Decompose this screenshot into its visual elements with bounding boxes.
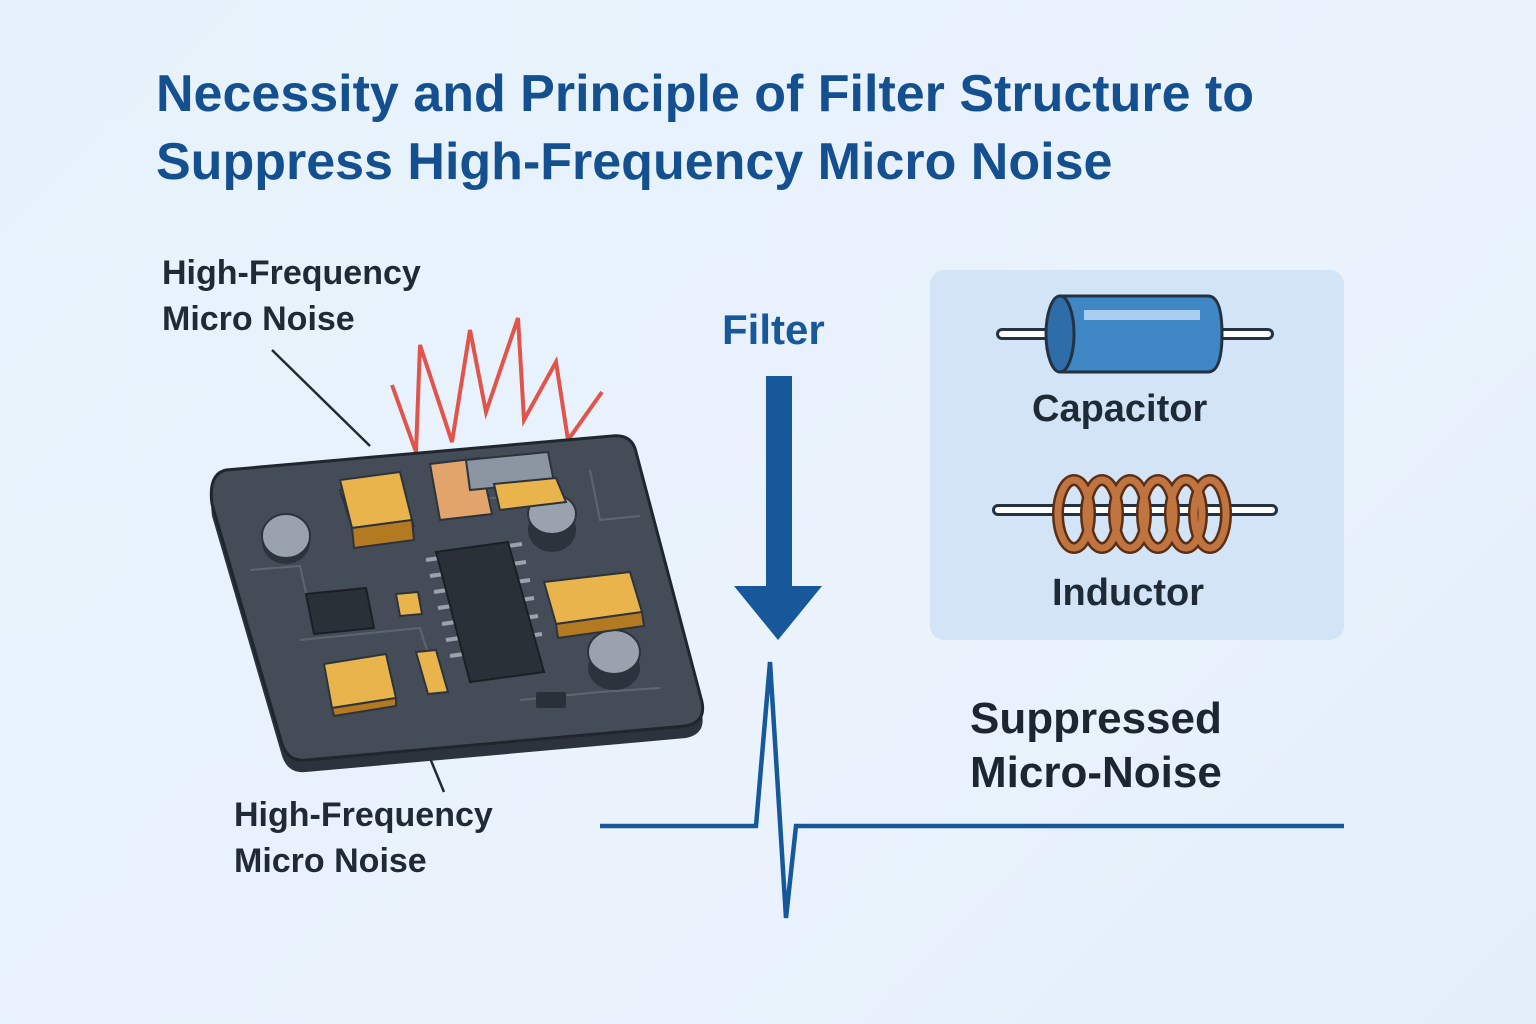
suppressed-label: Suppressed Micro-Noise [970, 692, 1222, 800]
title-line-2: Suppress High-Frequency Micro Noise [156, 133, 1113, 191]
gold-chip-bottom-left [322, 652, 398, 718]
gold-chip-top-left [338, 470, 416, 550]
suppressed-label-line-2: Micro-Noise [970, 748, 1222, 797]
small-connector [536, 692, 566, 708]
small-gold-chip-center [394, 590, 424, 618]
ic-chip [425, 540, 546, 684]
capacitor-label: Capacitor [1032, 388, 1208, 430]
noise-label-top-line-2: Micro Noise [162, 300, 355, 338]
gold-chip-right [542, 570, 646, 640]
signal-waveform [600, 661, 1344, 919]
page-title: Necessity and Principle of Filter Struct… [156, 60, 1456, 196]
components-panel-bg [930, 270, 1344, 640]
small-dark-chip [304, 586, 376, 636]
filter-arrow [734, 376, 822, 640]
noise-label-bottom-line-1: High-Frequency [234, 796, 493, 834]
noise-label-bottom-line-2: Micro Noise [234, 842, 427, 880]
noise-label-top: High-Frequency Micro Noise [162, 250, 421, 342]
leader-line-top [271, 349, 371, 447]
inductor-label: Inductor [1052, 572, 1204, 614]
round-component-left [261, 513, 311, 564]
small-gold-chip-bottom [414, 648, 450, 696]
capacitor-icon [996, 294, 1274, 374]
title-line-1: Necessity and Principle of Filter Struct… [156, 65, 1255, 123]
suppressed-label-line-1: Suppressed [970, 694, 1222, 743]
round-component-bottom-right [587, 629, 641, 690]
inductor-icon [992, 474, 1278, 554]
noise-label-top-line-1: High-Frequency [162, 254, 421, 292]
noise-spikes [390, 317, 604, 453]
gold-chip-top-center [428, 450, 568, 522]
filter-label: Filter [722, 306, 825, 353]
noise-label-bottom: High-Frequency Micro Noise [234, 792, 493, 884]
